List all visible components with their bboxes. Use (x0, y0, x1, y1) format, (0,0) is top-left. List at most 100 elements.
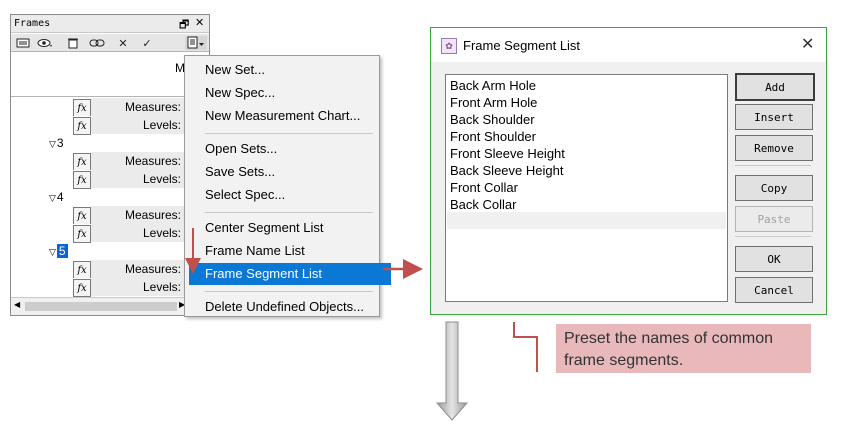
frame-field-row[interactable]: fx Levels: (11, 278, 187, 297)
horizontal-scrollbar[interactable]: ◀ ▶ (11, 297, 187, 315)
collapse-triangle-icon[interactable]: ▽ (49, 193, 56, 203)
menu-separator (205, 212, 373, 213)
empty-list-row[interactable] (447, 212, 726, 229)
note-line: frame segments. (564, 352, 684, 369)
menu-item[interactable]: Frame Segment List (189, 263, 391, 285)
group-number[interactable]: ▽4 (49, 190, 64, 204)
button-divider (735, 236, 811, 237)
menu-item[interactable]: New Set... (205, 62, 265, 77)
insert-button[interactable]: Insert (735, 104, 813, 130)
field-label-cell (91, 170, 187, 188)
group-number-value: 5 (56, 244, 68, 258)
note-line: Preset the names of common (564, 330, 773, 347)
eye-icon[interactable] (37, 36, 53, 50)
collapse-triangle-icon[interactable]: ▽ (49, 139, 56, 149)
remove-button[interactable]: Remove (735, 135, 813, 161)
formula-icon[interactable]: fx (73, 225, 91, 243)
list-icon[interactable] (15, 36, 31, 50)
context-menu: New Set... New Spec... New Measurement Cha… (184, 55, 391, 317)
scroll-right-icon[interactable]: ▶ (179, 300, 186, 309)
flow-down-arrow (435, 321, 469, 421)
field-label: Measures: (124, 154, 181, 168)
scroll-left-icon[interactable]: ◀ (14, 300, 21, 309)
menu-separator (205, 133, 373, 134)
menu-item[interactable]: Select Spec... (205, 187, 286, 202)
formula-icon[interactable]: fx (73, 261, 91, 279)
formula-icon[interactable]: fx (73, 117, 91, 135)
segment-list-item[interactable]: Front Arm Hole (450, 95, 538, 110)
frame-field-row[interactable]: fx Levels: (11, 170, 187, 189)
close-icon[interactable]: ✕ (801, 36, 815, 53)
check-icon[interactable]: ✓ (142, 37, 152, 50)
field-label: Levels: (142, 280, 181, 294)
menu-item[interactable]: Open Sets... (205, 141, 278, 156)
segment-list-item[interactable]: Back Shoulder (450, 112, 535, 127)
segment-list-item[interactable]: Front Shoulder (450, 129, 536, 144)
formula-icon[interactable]: fx (73, 99, 91, 117)
formula-icon[interactable]: fx (73, 279, 91, 297)
page-menu-icon[interactable] (185, 36, 207, 50)
restore-icon[interactable]: 🗗 (179, 19, 190, 31)
field-label-cell (91, 116, 187, 134)
link-icon[interactable] (89, 36, 105, 50)
menu-separator (205, 291, 373, 292)
formula-icon[interactable]: fx (73, 171, 91, 189)
close-icon[interactable]: ✕ (195, 17, 205, 29)
note-text: Preset the names of common frame segment… (564, 328, 773, 372)
frame-group-row[interactable]: ▽4 (11, 188, 187, 206)
field-label-cell (91, 224, 187, 242)
group-number[interactable]: ▽3 (49, 136, 64, 150)
frames-title: Frames (14, 18, 51, 29)
field-label: Measures: (124, 262, 181, 276)
dialog-title: Frame Segment List (463, 38, 581, 53)
field-label: Measures: (124, 208, 181, 222)
field-label: Levels: (142, 172, 181, 186)
button-divider (735, 165, 811, 166)
menu-item[interactable]: New Spec... (205, 85, 276, 100)
trash-icon[interactable] (65, 36, 81, 50)
field-label-cell (91, 98, 187, 116)
field-label-cell (91, 260, 187, 278)
add-button[interactable]: Add (735, 73, 815, 101)
note-connector (513, 322, 538, 372)
frame-field-row[interactable]: fx Measures: (11, 260, 187, 279)
group-number[interactable]: ▽5 (49, 244, 68, 258)
copy-button[interactable]: Copy (735, 175, 813, 201)
menu-item[interactable]: Save Sets... (205, 164, 276, 179)
segment-list-item[interactable]: Front Collar (450, 180, 518, 195)
field-label-cell (91, 278, 187, 296)
scrollbar-thumb[interactable] (25, 302, 177, 311)
column-header-label: M (175, 61, 185, 75)
group-number-value: 4 (56, 190, 64, 204)
menu-item[interactable]: Center Segment List (205, 220, 324, 235)
segment-list-item[interactable]: Back Sleeve Height (450, 163, 564, 178)
menu-item[interactable]: New Measurement Chart... (205, 108, 361, 123)
field-label-cell (91, 206, 187, 224)
menu-item[interactable]: Delete Undefined Objects... (205, 299, 364, 314)
segment-list-item[interactable]: Front Sleeve Height (450, 146, 565, 161)
dialog-title-bar: ✿ Frame Segment List ✕ (431, 28, 826, 62)
frames-title-bar: Frames 🗗 ✕ (11, 15, 209, 33)
frame-group-row[interactable]: ▽3 (11, 134, 187, 152)
collapse-triangle-icon[interactable]: ▽ (49, 247, 56, 257)
cancel-button[interactable]: Cancel (735, 277, 813, 303)
delete-icon[interactable]: ✕ (118, 37, 128, 50)
segment-list-item[interactable]: Back Collar (450, 197, 517, 212)
ok-button[interactable]: OK (735, 246, 813, 272)
frames-toolbar: ✕ ✓ (11, 34, 209, 52)
frame-group-row[interactable]: ▽5 (11, 242, 187, 260)
paste-button: Paste (735, 206, 813, 232)
segment-list-item[interactable]: Back Arm Hole (450, 78, 536, 93)
group-number-value: 3 (56, 136, 64, 150)
menu-item[interactable]: Frame Name List (205, 243, 305, 258)
